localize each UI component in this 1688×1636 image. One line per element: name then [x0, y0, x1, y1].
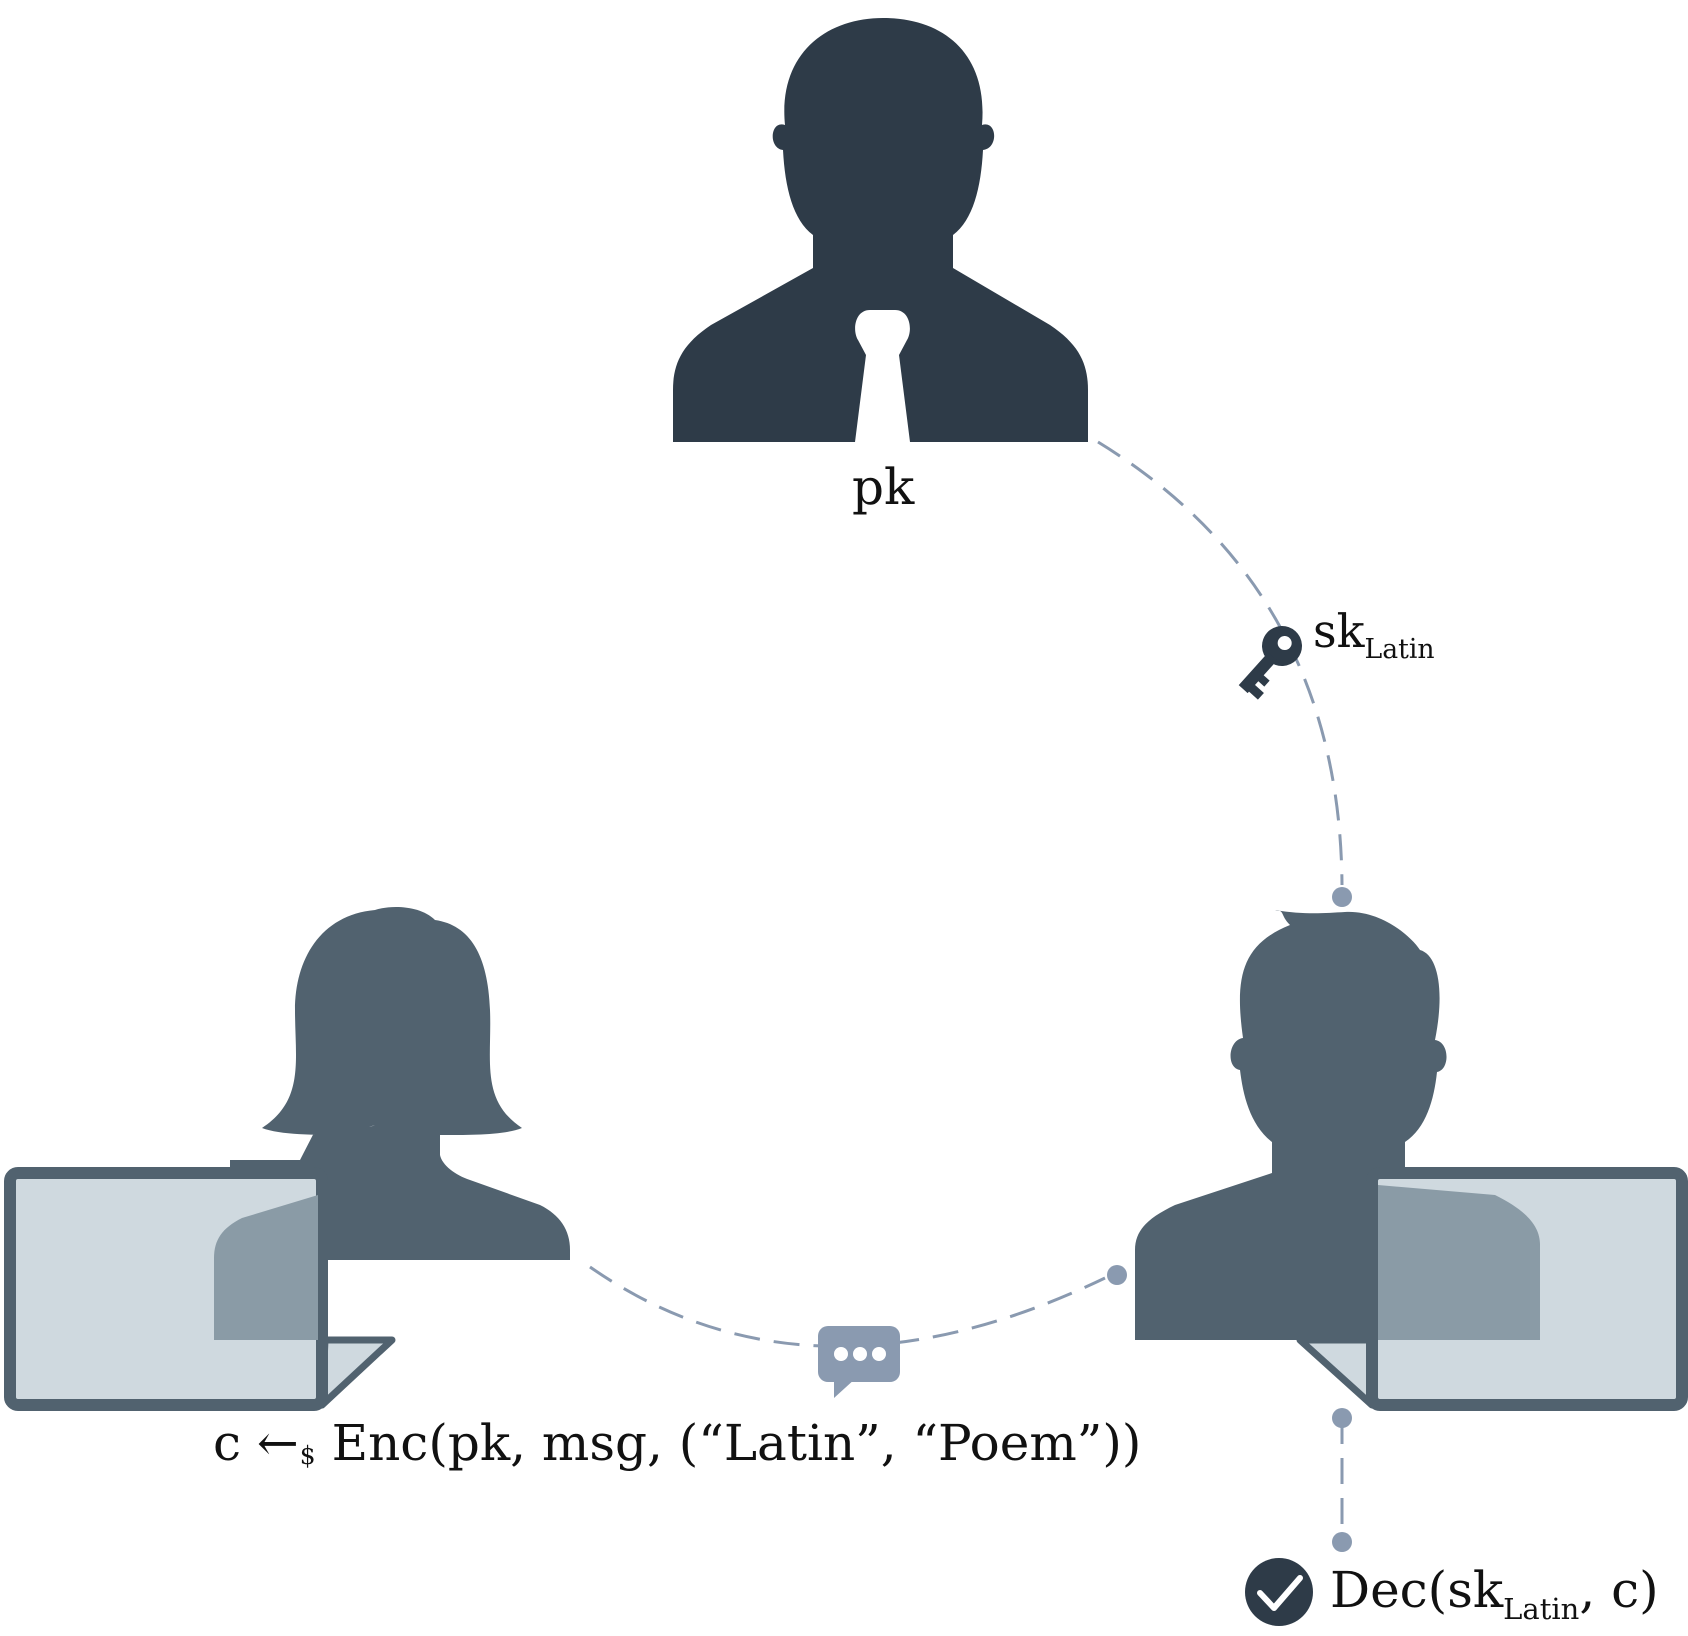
person-with-tie-icon — [673, 18, 1088, 442]
connector-authority-to-receiver — [1097, 440, 1352, 907]
public-key-label: pk — [852, 462, 914, 512]
encryption-label: c ←$ Enc(pk, msg, (“Latin”, “Poem”)) — [213, 1418, 1141, 1468]
enc-prefix: c ← — [213, 1414, 299, 1472]
checkmark-circle-icon — [1245, 1558, 1313, 1626]
key-icon — [1238, 626, 1302, 700]
dec-suffix: , c) — [1579, 1561, 1659, 1619]
dec-prefix: Dec(sk — [1330, 1561, 1504, 1619]
laptop-icon — [1296, 1167, 1688, 1411]
receiver-figure — [1135, 910, 1688, 1411]
dec-subscript: Latin — [1503, 1592, 1580, 1627]
pk-text: pk — [852, 458, 915, 516]
chat-bubble-icon — [818, 1326, 900, 1398]
sk-subscript: Latin — [1364, 634, 1435, 666]
connector-receiver-to-decryption — [1332, 1408, 1352, 1552]
laptop-icon — [4, 1167, 396, 1411]
authority-figure — [673, 18, 1088, 442]
sk-text: sk — [1313, 604, 1365, 658]
decryption-label: Dec(skLatin, c) — [1330, 1565, 1659, 1624]
sender-figure — [4, 907, 570, 1411]
enc-call: Enc(pk, msg, (“Latin”, “Poem”)) — [331, 1414, 1142, 1472]
enc-random-symbol: $ — [299, 1440, 316, 1470]
secret-key-label: skLatin — [1313, 608, 1435, 663]
